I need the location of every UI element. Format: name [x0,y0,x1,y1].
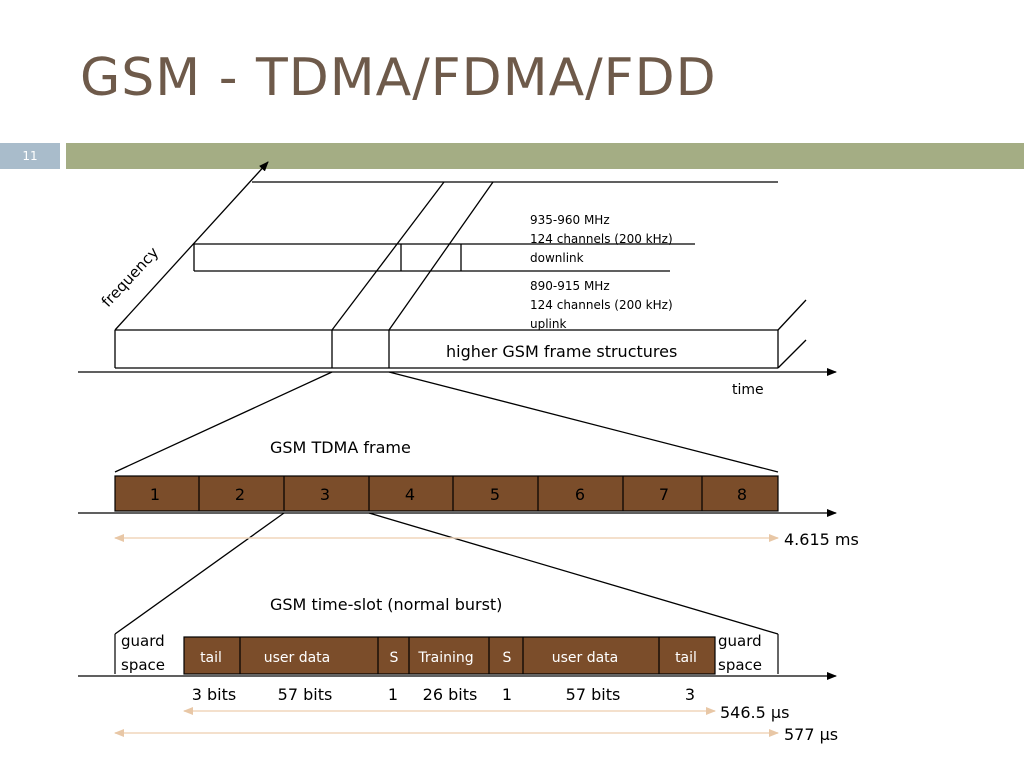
tdma-frame-title: GSM TDMA frame [270,438,411,457]
seg-training: Training [417,650,473,666]
seg-s-left: S [390,650,399,666]
svg-text:26 bits: 26 bits [423,685,478,704]
slide-number: 11 [0,143,60,169]
guard-space-left: guard space [121,632,165,674]
svg-text:124 channels (200 kHz): 124 channels (200 kHz) [530,232,673,246]
slot-3: 3 [320,485,330,504]
slot-5: 5 [490,485,500,504]
svg-text:3: 3 [685,685,695,704]
burst-duration-label: 546.5 µs [720,703,789,722]
title-band [66,143,1024,169]
uplink-info: 890-915 MHz 124 channels (200 kHz) uplin… [530,279,673,331]
svg-text:124 channels (200 kHz): 124 channels (200 kHz) [530,298,673,312]
slot-6: 6 [575,485,585,504]
svg-text:935-960 MHz: 935-960 MHz [530,213,610,227]
frame-duration-label: 4.615 ms [784,530,859,549]
svg-text:1: 1 [388,685,398,704]
frequency-axis [114,161,269,331]
seg-user-data-left: user data [264,650,331,666]
svg-text:guard: guard [121,632,165,650]
seg-tail-left: tail [200,650,222,666]
slot-4: 4 [405,485,415,504]
higher-frame-label: higher GSM frame structures [446,342,677,361]
frequency-time-structure [78,161,837,473]
svg-text:guard: guard [718,632,762,650]
bit-counts: 3 bits 57 bits 1 26 bits 1 57 bits 3 [192,685,695,704]
slot-7: 7 [659,485,669,504]
slot-8: 8 [737,485,747,504]
time-label: time [732,382,764,398]
svg-text:57 bits: 57 bits [278,685,333,704]
slot-1: 1 [150,485,160,504]
svg-text:downlink: downlink [530,251,584,265]
time-slot: tail user data S Training S user data ta… [114,634,779,675]
svg-text:1: 1 [502,685,512,704]
svg-text:3 bits: 3 bits [192,685,236,704]
frequency-label: frequency [98,243,163,310]
seg-tail-right: tail [675,650,697,666]
seg-user-data-right: user data [552,650,619,666]
guard-space-right: guard space [718,632,762,674]
downlink-info: 935-960 MHz 124 channels (200 kHz) downl… [530,213,673,265]
svg-text:uplink: uplink [530,317,566,331]
svg-text:890-915 MHz: 890-915 MHz [530,279,610,293]
svg-text:57 bits: 57 bits [566,685,621,704]
slot-2: 2 [235,485,245,504]
seg-s-right: S [503,650,512,666]
slot-duration-label: 577 µs [784,725,838,744]
svg-text:space: space [718,656,762,674]
tdma-frame: 1 2 3 4 5 6 7 8 [114,475,779,512]
slide-title: GSM - TDMA/FDMA/FDD [80,48,717,108]
time-slot-title: GSM time-slot (normal burst) [270,595,502,614]
svg-text:space: space [121,656,165,674]
